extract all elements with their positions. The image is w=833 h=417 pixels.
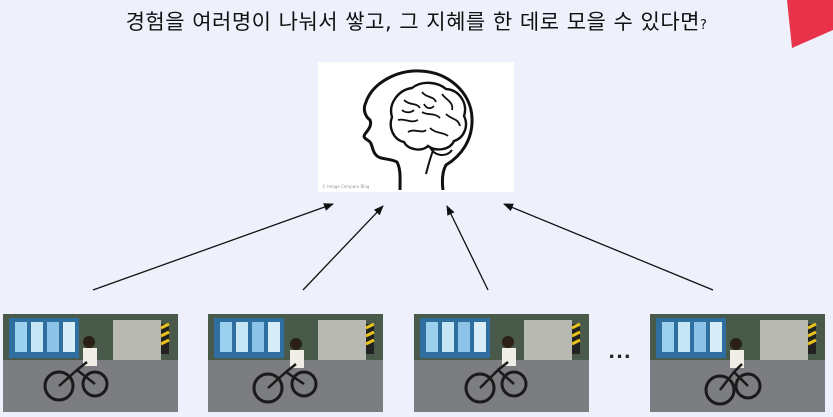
brain-image: © Image Compare Blog — [318, 62, 514, 192]
boy-bicycle-scene — [208, 314, 383, 412]
photo-2 — [208, 314, 383, 412]
arrow-3 — [446, 205, 489, 291]
arrow-4 — [503, 203, 714, 291]
boy-bicycle-scene — [650, 314, 825, 412]
more-photos-ellipsis: ... — [608, 342, 632, 363]
slide-title-text: 경험을 여러명이 나눠서 쌓고, 그 지혜를 한 데로 모을 수 있다면 — [125, 10, 701, 34]
brain-icon — [362, 69, 474, 191]
arrow-2 — [302, 205, 384, 291]
photo-4 — [650, 314, 825, 412]
photo-3 — [414, 314, 589, 412]
photo-1 — [3, 314, 178, 412]
slide-title-qmark: ? — [700, 18, 708, 33]
slide-title: 경험을 여러명이 나눠서 쌓고, 그 지혜를 한 데로 모을 수 있다면? — [0, 6, 833, 36]
image-watermark: © Image Compare Blog — [322, 184, 370, 189]
arrow-1 — [92, 203, 334, 291]
corner-accent — [787, 0, 833, 48]
boy-bicycle-scene — [3, 314, 178, 412]
boy-bicycle-scene — [414, 314, 589, 412]
